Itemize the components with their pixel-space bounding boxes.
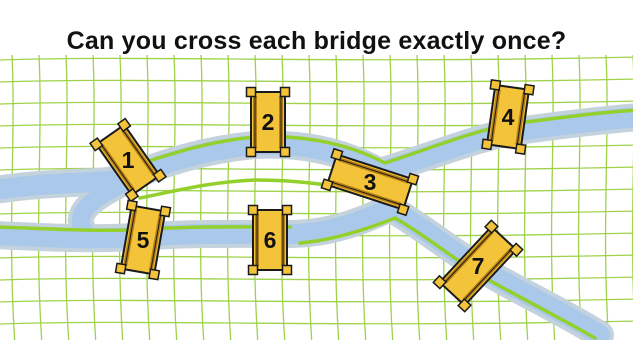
bridges: 1 2 3 4 5 6 7 (88, 78, 535, 313)
river (0, 103, 633, 340)
bridge-1[interactable]: 1 (88, 117, 168, 203)
bridge-6[interactable]: 6 (247, 204, 293, 276)
bridge-3[interactable]: 3 (320, 147, 420, 217)
bridge-5-label: 5 (137, 227, 150, 253)
puzzle-title: Can you cross each bridge exactly once? (66, 27, 567, 55)
bridge-6-label: 6 (264, 227, 277, 253)
bridge-4-label: 4 (502, 104, 515, 130)
bridge-2[interactable]: 2 (245, 86, 291, 158)
bridge-1-label: 1 (122, 147, 135, 173)
bridge-3-label: 3 (364, 169, 377, 195)
bridge-7[interactable]: 7 (432, 219, 524, 313)
bridge-7-label: 7 (472, 253, 485, 279)
bridge-2-label: 2 (262, 109, 275, 135)
bridge-5[interactable]: 5 (114, 199, 172, 281)
bridge-4[interactable]: 4 (481, 78, 535, 156)
